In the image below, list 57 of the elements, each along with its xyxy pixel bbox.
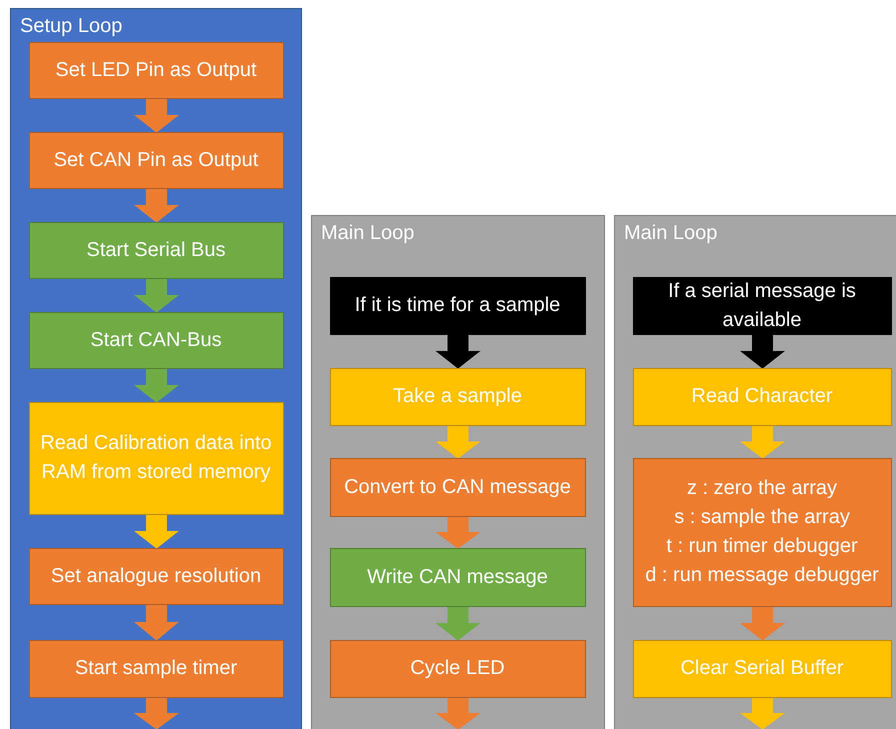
- process-box: [28, 132, 284, 188]
- block-arrow: [134, 278, 179, 313]
- block-arrow: [134, 698, 180, 729]
- process-box: [28, 640, 284, 698]
- block-arrow: [134, 188, 179, 223]
- block-arrow: [436, 334, 480, 369]
- process-box: [330, 458, 586, 516]
- block-arrow: [740, 698, 786, 729]
- step-text: Start Serial Bus: [86, 238, 226, 262]
- step-text: Set LED Pin as Output: [55, 58, 257, 82]
- step-text: s : sample the array: [674, 505, 850, 530]
- step-text: Read Character: [691, 384, 833, 409]
- panel-title: Setup Loop: [20, 15, 122, 38]
- step-text: z : zero the array: [686, 476, 838, 501]
- loop-panel: [614, 215, 896, 729]
- block-arrow: [134, 514, 179, 549]
- step-text: Clear Serial Buffer: [680, 656, 844, 681]
- block-arrow: [740, 606, 785, 641]
- loop-panel: [10, 8, 302, 729]
- step-text: Start CAN-Bus: [90, 328, 222, 352]
- process-box: [28, 42, 284, 98]
- block-arrow: [435, 698, 481, 729]
- process-box: [330, 276, 586, 334]
- process-box: [330, 368, 586, 426]
- process-box: [28, 222, 284, 278]
- block-arrow: [436, 606, 480, 641]
- block-arrow: [134, 368, 179, 403]
- panel-title: Main Loop: [321, 222, 414, 245]
- process-box: [632, 458, 892, 606]
- panel-title: Main Loop: [624, 222, 718, 245]
- process-box: [632, 640, 892, 698]
- process-box: [632, 368, 892, 426]
- block-arrow: [134, 604, 179, 641]
- step-text: Read Calibration data into RAM from stored memory: [40, 431, 272, 485]
- step-text: Start sample timer: [74, 656, 238, 681]
- process-box: [28, 312, 284, 368]
- block-arrow: [740, 426, 785, 459]
- step-text: Write CAN message: [367, 564, 548, 590]
- step-text: Cycle LED: [410, 656, 505, 681]
- step-text: t : run timer debugger: [666, 534, 858, 559]
- step-text: Take a sample: [393, 384, 522, 409]
- block-arrow: [134, 98, 179, 133]
- process-box: [632, 276, 892, 334]
- process-box: [28, 402, 284, 514]
- block-arrow: [435, 516, 481, 549]
- step-text: Convert to CAN message: [344, 474, 571, 500]
- step-text: d : run message debugger: [645, 563, 879, 588]
- process-box: [28, 548, 284, 604]
- step-text: Set CAN Pin as Output: [54, 148, 258, 172]
- step-text: If it is time for a sample: [354, 293, 560, 318]
- step-text: If a serial message is available: [667, 278, 857, 332]
- process-box: [330, 548, 586, 606]
- block-arrow: [740, 334, 785, 369]
- process-box: [330, 640, 586, 698]
- loop-panel: [311, 215, 605, 729]
- step-text: Set analogue resolution: [50, 564, 262, 588]
- block-arrow: [436, 426, 480, 459]
